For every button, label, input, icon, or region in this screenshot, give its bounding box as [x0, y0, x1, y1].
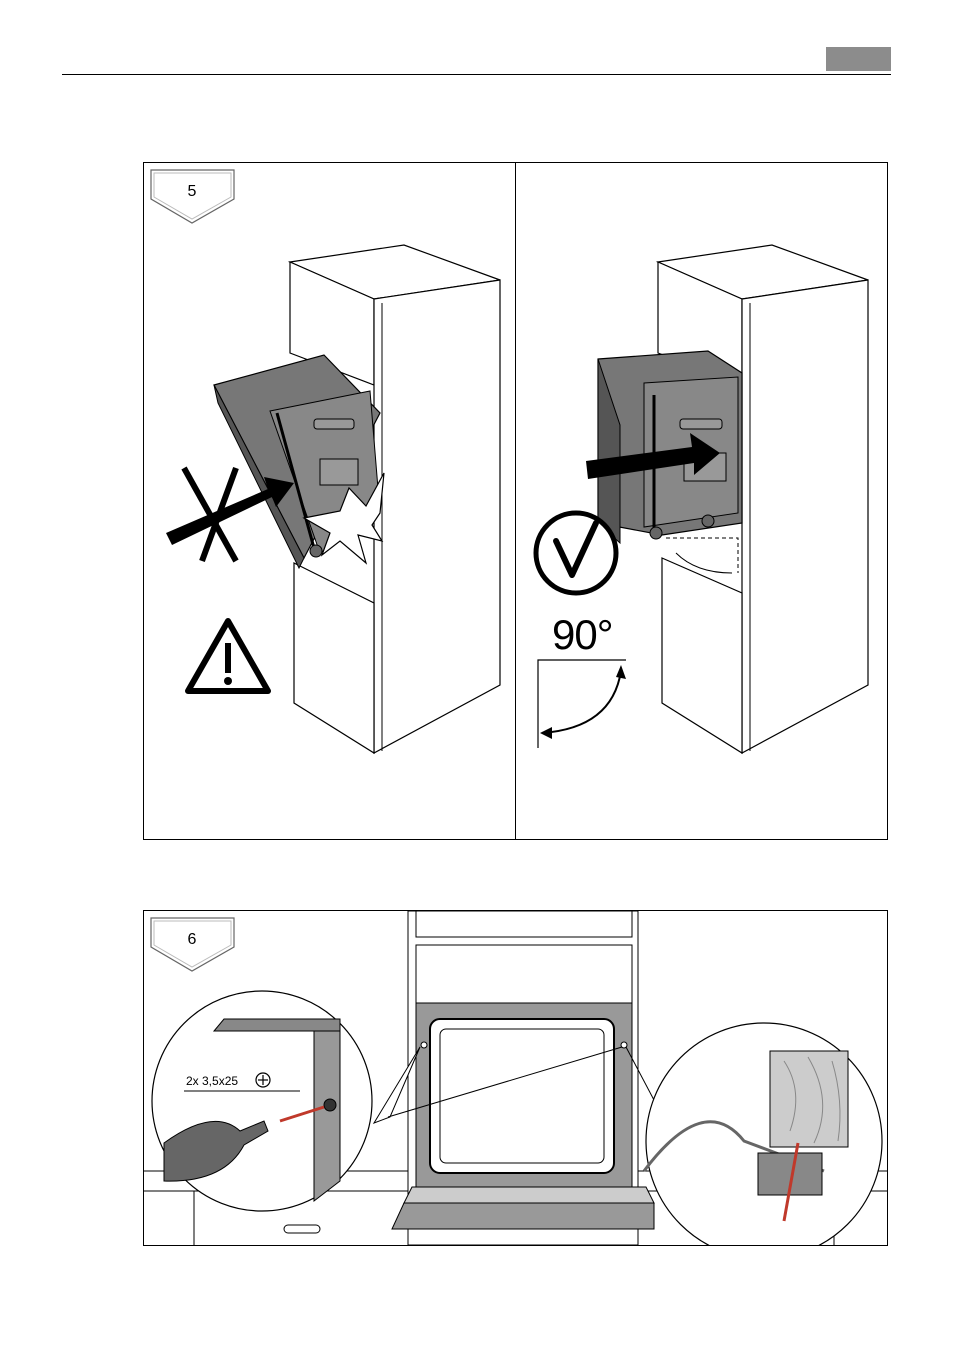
phillips-head-icon	[254, 1071, 272, 1089]
section-header-tab	[826, 47, 891, 71]
step-5-panel: 5	[143, 162, 888, 840]
correct-install-illustration	[516, 163, 887, 839]
wrong-install-illustration	[144, 163, 516, 839]
angle-label: 90°	[552, 611, 613, 659]
step-6-panel: 6 2x 3,5	[143, 910, 888, 1246]
screw-spec-label: 2x 3,5x25	[186, 1074, 238, 1088]
header-rule	[62, 74, 891, 75]
